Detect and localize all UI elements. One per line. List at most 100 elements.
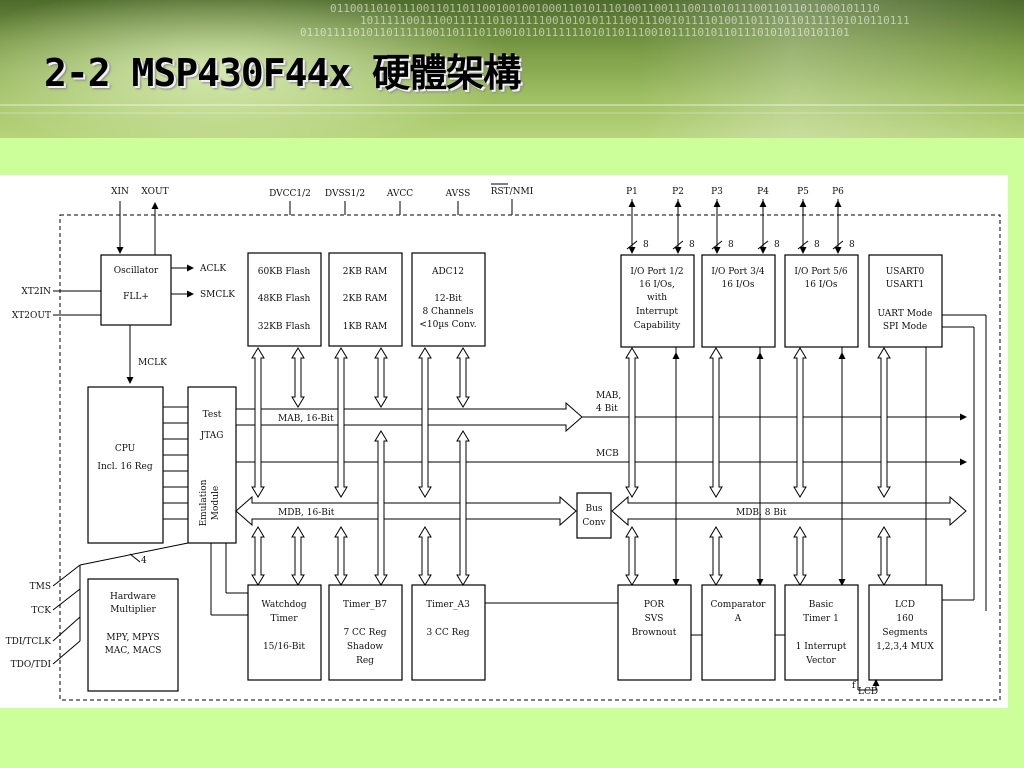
- pin-p2: P2: [672, 187, 684, 197]
- title-banner: 0110011010111001101101100100100100011010…: [0, 0, 1024, 138]
- svg-text:Timer 1: Timer 1: [803, 614, 839, 624]
- svg-text:7 CC Reg: 7 CC Reg: [343, 628, 386, 638]
- svg-text:Brownout: Brownout: [632, 628, 677, 638]
- cpu-line2: Incl. 16 Reg: [97, 462, 152, 472]
- pin-avcc: AVCC: [386, 189, 413, 199]
- io-port-56-block: I/O Port 5/6 16 I/Os: [784, 254, 859, 348]
- block-diagram-svg: XIN XOUT DVCC1/2 DVSS1/2 AVCC AVSS RST/N…: [6, 183, 1001, 701]
- svg-text:LCD: LCD: [895, 600, 915, 610]
- pin-xout: XOUT: [141, 187, 168, 197]
- svg-text:Bus: Bus: [585, 504, 602, 514]
- pin-rst-nmi: RST/NMI: [491, 187, 534, 197]
- svg-text:Timer_A3: Timer_A3: [426, 600, 470, 610]
- svg-text:Timer: Timer: [270, 614, 298, 624]
- svg-text:MPY, MPYS: MPY, MPYS: [106, 633, 159, 643]
- adc-line4: <10µs Conv.: [419, 320, 476, 330]
- basic-timer-block: Basic Timer 1 1 Interrupt Vector: [784, 584, 859, 681]
- supply-pin-stubs: [289, 199, 513, 215]
- pin-dvcc: DVCC1/2: [269, 189, 311, 199]
- svg-text:Segments: Segments: [882, 628, 928, 638]
- svg-text:with: with: [647, 293, 667, 303]
- port-pin-lines: [626, 199, 844, 254]
- io-thin-bus-taps: [672, 347, 927, 586]
- slide-title: 2-2 MSP430F44x 硬體架構: [44, 51, 521, 95]
- banner-stripe: [0, 104, 1024, 106]
- svg-text:Vector: Vector: [805, 656, 836, 666]
- cpu-block: CPU Incl. 16 Reg: [87, 386, 164, 544]
- flash-line2: 48KB Flash: [258, 294, 311, 304]
- ram-block: 2KB RAM 2KB RAM 1KB RAM: [328, 252, 403, 347]
- width-label: 8: [814, 240, 820, 250]
- svg-text:USART1: USART1: [886, 280, 925, 290]
- oscillator-block: Oscillator FLL+: [100, 254, 172, 326]
- banner-sheen: [640, 0, 1024, 138]
- banner-stripe: [0, 112, 1024, 114]
- svg-text:Timer_B7: Timer_B7: [343, 600, 387, 610]
- banner-binary-row: 1011111001110011111101011111001010101111…: [360, 14, 910, 27]
- usart-block: USART0 USART1 UART Mode SPI Mode: [868, 254, 943, 348]
- right-feedback-lines: [942, 314, 987, 611]
- svg-text:Shadow: Shadow: [347, 642, 384, 652]
- svg-text:SPI Mode: SPI Mode: [883, 322, 927, 332]
- hw-multiplier-block: Hardware Multiplier MPY, MPYS MAC, MACS: [87, 578, 179, 692]
- cpu-jtag-links: [163, 406, 188, 520]
- osc-line1: Oscillator: [114, 266, 159, 276]
- mab4-label-1: MAB,: [596, 391, 621, 401]
- top-pin-labels: XIN XOUT DVCC1/2 DVSS1/2 AVCC AVSS RST/N…: [111, 187, 534, 199]
- svg-text:Hardware: Hardware: [110, 592, 156, 602]
- mab-16-bus: [235, 401, 583, 433]
- adc-block: ADC12 12-Bit 8 Channels <10µs Conv.: [411, 252, 486, 347]
- jtag-emulation: Emulation: [199, 479, 209, 526]
- mab4-label-2: 4 Bit: [596, 404, 618, 414]
- jtag-test: Test: [203, 410, 222, 420]
- svg-text:16 I/Os: 16 I/Os: [722, 280, 755, 290]
- pin-p6: P6: [832, 187, 844, 197]
- svg-text:Multiplier: Multiplier: [110, 605, 156, 615]
- io-bus-connectors: [625, 347, 891, 586]
- block-diagram: XIN XOUT DVCC1/2 DVSS1/2 AVCC AVSS RST/N…: [0, 175, 1008, 708]
- mcb-label: MCB: [596, 449, 619, 459]
- svg-text:16 I/Os: 16 I/Os: [805, 280, 838, 290]
- lcd-block: LCD 160 Segments 1,2,3,4 MUX: [868, 584, 943, 681]
- svg-text:A: A: [734, 614, 742, 624]
- pin-tck: TCK: [31, 606, 51, 616]
- svg-text:16 I/Os,: 16 I/Os,: [639, 280, 675, 290]
- svg-text:POR: POR: [644, 600, 664, 610]
- svg-text:1 Interrupt: 1 Interrupt: [796, 642, 847, 652]
- bus-conv-block: Bus Conv: [576, 492, 612, 539]
- timer-a3-block: Timer_A3 3 CC Reg: [411, 584, 486, 681]
- svg-text:UART Mode: UART Mode: [877, 309, 932, 319]
- port-pin-labels: P1 P2 P3 P4 P5 P6: [626, 187, 844, 197]
- svg-text:15/16-Bit: 15/16-Bit: [263, 642, 305, 652]
- pin-p5: P5: [797, 187, 809, 197]
- pin-xin: XIN: [111, 187, 129, 197]
- width-label: 8: [643, 240, 649, 250]
- banner-binary-row: 0110111101011011111001101110110010110111…: [300, 26, 850, 39]
- osc-line2: FLL+: [123, 292, 149, 302]
- pin-tms: TMS: [30, 582, 51, 592]
- pin-dvss: DVSS1/2: [325, 189, 365, 199]
- smclk-label: SMCLK: [200, 290, 235, 300]
- svg-text:I/O Port 1/2: I/O Port 1/2: [630, 267, 683, 277]
- svg-text:Reg: Reg: [356, 656, 374, 666]
- svg-text:Capability: Capability: [634, 321, 681, 331]
- width-label: 8: [689, 240, 695, 250]
- bottom-row-links: [210, 543, 880, 691]
- mdb16-label: MDB, 16-Bit: [278, 508, 335, 518]
- pin-avss: AVSS: [445, 189, 471, 199]
- adc-line2: 12-Bit: [434, 294, 462, 304]
- pin-p3: P3: [711, 187, 723, 197]
- mab16-label: MAB, 16-Bit: [278, 414, 334, 424]
- mclk-label: MCLK: [138, 358, 167, 368]
- io-port-34-block: I/O Port 3/4 16 I/Os: [701, 254, 776, 348]
- pin-xt2in: XT2IN: [21, 287, 51, 297]
- flcd-sub: LCD: [858, 687, 878, 697]
- width-label: 8: [728, 240, 734, 250]
- banner-binary-row: 0110011010111001101101100100100100011010…: [330, 2, 880, 15]
- flcd-f: f: [852, 681, 856, 691]
- jtag-module: Module: [211, 486, 221, 520]
- width-label: 8: [849, 240, 855, 250]
- ram-line1: 2KB RAM: [343, 267, 387, 277]
- svg-text:SVS: SVS: [645, 614, 664, 624]
- svg-text:Basic: Basic: [809, 600, 834, 610]
